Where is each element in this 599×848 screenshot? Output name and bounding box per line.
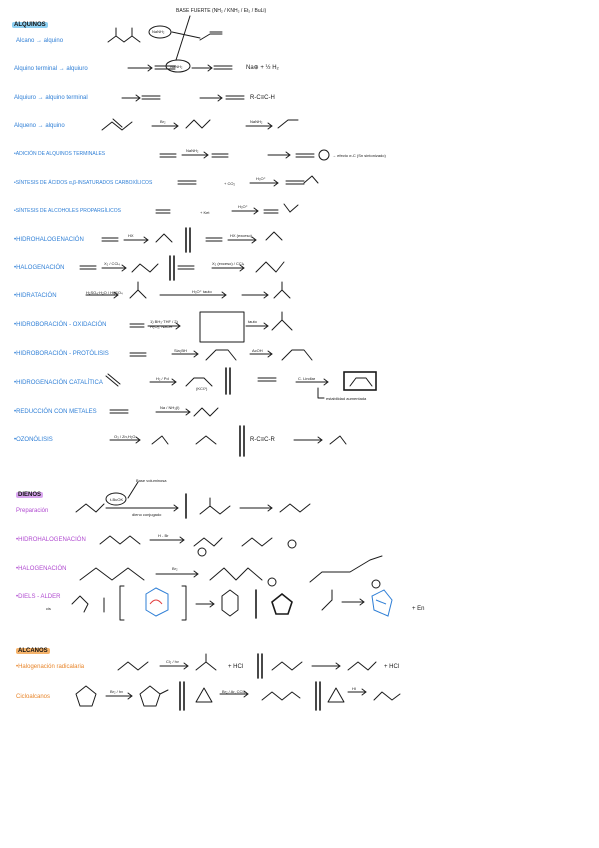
structure-dibromide (107, 27, 141, 43)
row-label: •HALOGENACIÓN (16, 566, 67, 572)
product-label: Na⊕ + ½ H₂ (246, 65, 279, 71)
reagent-label: 1) BH₃·THF / 2) H₂O₂, NaOH (150, 319, 178, 329)
row-label: •HIDROHALOGENACIÓN (14, 237, 84, 243)
reagent-label: H₂SO₄·H₂O / HgSO₄ (86, 290, 123, 295)
reagent-label: X₂ / CCl₄ (104, 261, 120, 266)
reagent-label: HX (128, 233, 134, 238)
reagent-label: Sia₂BH (174, 348, 187, 353)
row-label: •REDUCCIÓN CON METALES (14, 409, 97, 415)
cis-label: cis (46, 606, 51, 611)
product-label: + HCl (228, 664, 244, 670)
reagent-label: + Ket (200, 210, 210, 215)
row-label: •HIDROBORACIÓN - PROTÓLISIS (14, 351, 109, 357)
row-label: •HIDROHALOGENACIÓN (16, 537, 86, 543)
reagent-label: NaNH₂ (250, 119, 263, 124)
reagent-label: NaNH₂ (186, 148, 199, 153)
strong-base-note: BASE FUERTE (NH₂ / KNH₂ / Et₂ / BuLi) (176, 8, 267, 14)
row-label: •HIDROBORACIÓN - OXIDACIÓN (14, 322, 107, 328)
reagent-label: H₃O⁺ (238, 204, 248, 209)
reagent-label: tauto (248, 319, 257, 324)
reagent-label: H₃O⁺ tauto (192, 289, 212, 294)
reagent-label: H - Br (158, 533, 169, 538)
row-label: •HIDROGENACIÓN CATALÍTICA (14, 380, 103, 386)
reagent-label: C. Lindlar (298, 376, 316, 381)
note-label: Base voluminosa (136, 478, 167, 483)
reagent-label: HI (352, 686, 356, 691)
reagent-label: Na / NH₃(l) (160, 405, 180, 410)
reagent-label: + CO₂ (224, 181, 235, 186)
section-title-alquinos: ALQUINOS (12, 22, 48, 28)
reagent-label: NaNH₂ (152, 29, 165, 34)
row-label: Alqueno → alquino (14, 123, 65, 129)
reagent-label: H₂ / Pd (156, 376, 169, 381)
row-label: •ADICIÓN DE ALQUINOS TERMINALES (14, 151, 106, 157)
row-label: •HALOGENACIÓN (14, 265, 65, 271)
note-label: (KCl?) (196, 386, 208, 391)
reagent-label: AcOH (252, 348, 263, 353)
reagent-label: HX (exceso) (230, 233, 253, 238)
product-label: R-C≡C-R (250, 437, 275, 443)
reagent-label: NaNH₂ (170, 64, 183, 69)
note-label: dieno conjugado (132, 512, 162, 517)
row-label: •Halogenación radicalaria (16, 664, 85, 670)
structure-alkyne (199, 33, 223, 41)
row-label: •SÍNTESIS DE ALCOHOLES PROPARGÍLICOS (14, 208, 121, 214)
row-label: Cicloalcanos (16, 694, 51, 700)
reagent-label: H₃O⁺ (256, 176, 266, 181)
row-label: •OZONÓLISIS (14, 437, 53, 443)
product-label: + HCl (384, 664, 400, 670)
reagent-label: Br₂ (160, 119, 166, 124)
row-label: Preparación (16, 508, 49, 514)
row-label: Alquino terminal → alquiuro (14, 66, 88, 72)
section-title-dienos: DIENOS (16, 492, 44, 498)
note-label: estabilidad aumentada (326, 396, 367, 401)
product-label: + En (412, 606, 425, 612)
row-label: •HIDRATACIÓN (14, 293, 57, 299)
section-title-alcanos: ALCANOS (16, 648, 50, 654)
product-note: → efecto σ-C (Sn sintonizado) (332, 153, 386, 158)
reagent-label: Br₂ / Ar, CCl₄ (222, 689, 245, 694)
product-label: R-C≡C-H (250, 95, 275, 101)
row-label: Alcano → alquino (16, 38, 64, 44)
reagent-label: t-BuOK (110, 497, 124, 502)
reagent-circle (148, 25, 172, 39)
reagent-label: X₂ (exceso) / CCl₄ (212, 261, 245, 266)
row-label: •DIELS - ALDER (16, 594, 61, 600)
reagent-label: Cl₂ / hν (166, 659, 179, 664)
reagent-label: Br₂ (172, 566, 178, 571)
reaction-arrow (171, 31, 201, 39)
reagent-label: Br₂ / hν (110, 689, 124, 694)
row-label: •SÍNTESIS DE ÁCIDOS α,β-INSATURADOS CARB… (14, 180, 153, 186)
row-label: Alquiuro → alquino terminal (14, 95, 88, 101)
reagent-label: O₃ / Zn,H₂O (114, 434, 136, 439)
